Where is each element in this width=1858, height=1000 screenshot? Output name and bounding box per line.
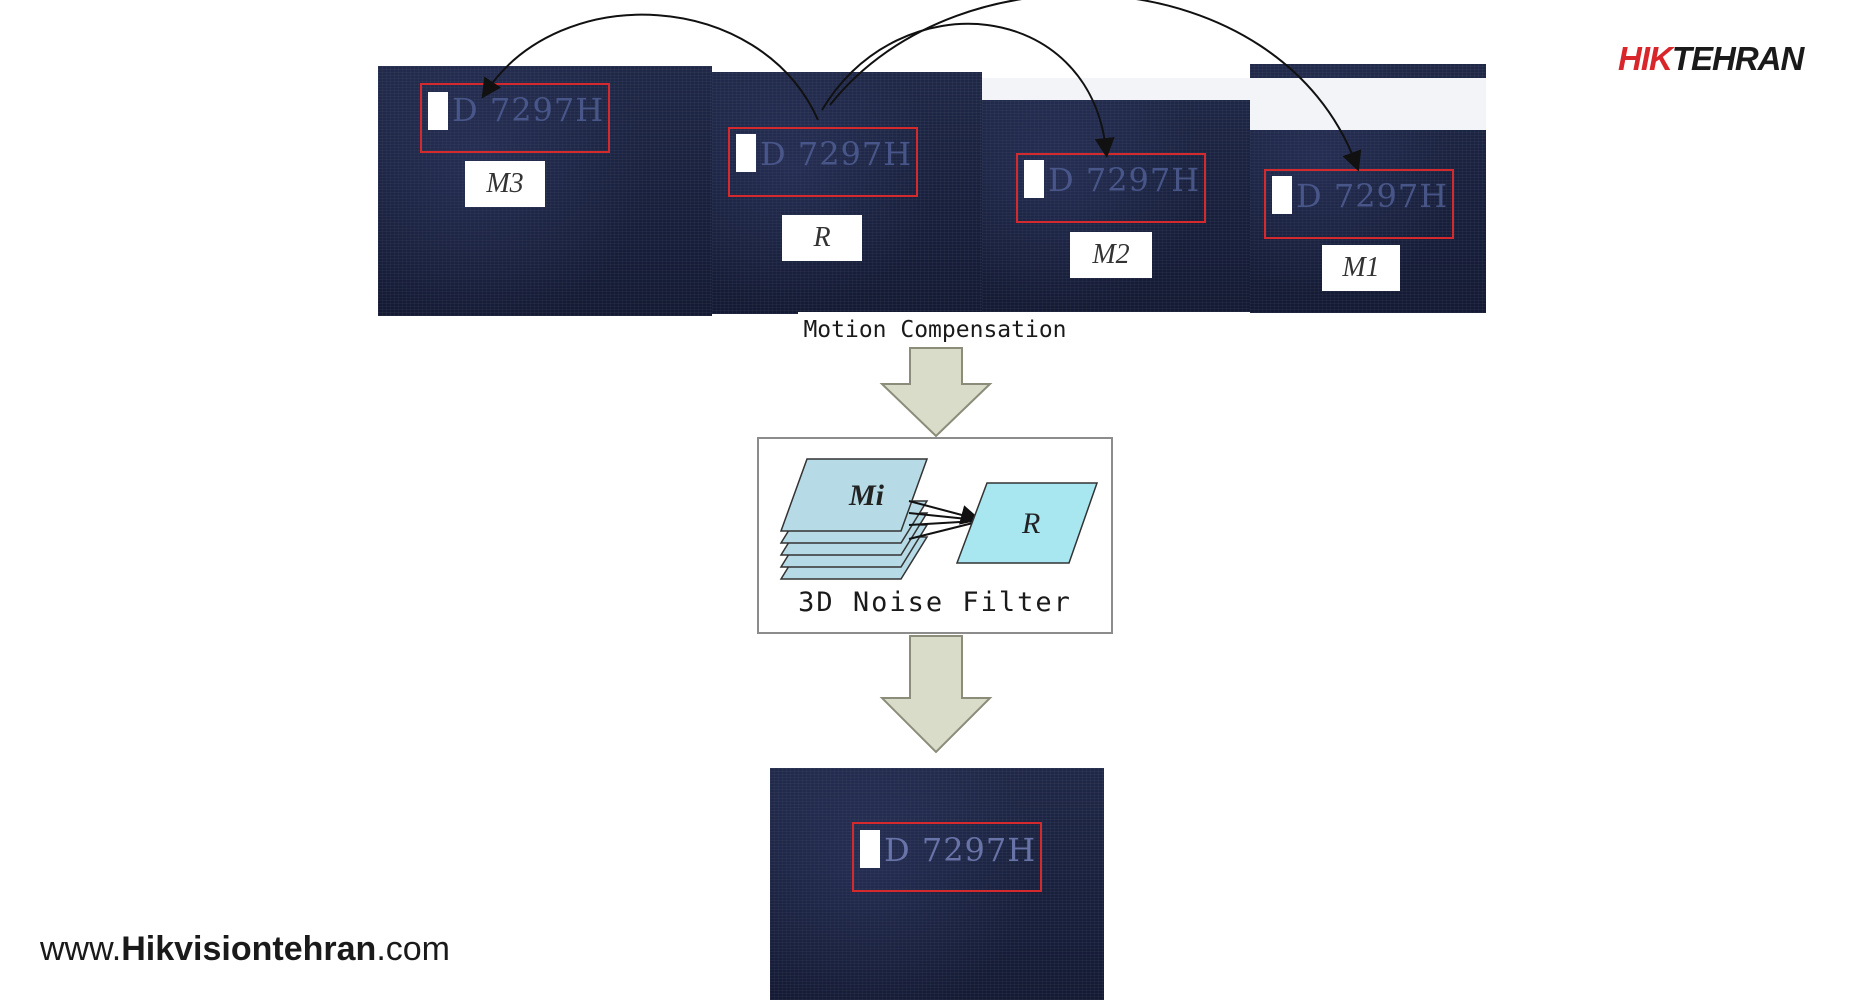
- sky-region: [982, 78, 1250, 100]
- arc-r-to-m3: [481, 13, 819, 121]
- plate-mask: [1272, 176, 1292, 214]
- website-url: www.Hikvisiontehran.com: [40, 932, 450, 966]
- url-prefix: www.: [40, 930, 122, 968]
- arc-r-to-m2: [821, 22, 1115, 158]
- plate-mask: [736, 134, 756, 172]
- logo-hik: HIK: [1618, 40, 1673, 77]
- frame-label-m1: M1: [1322, 245, 1400, 291]
- sky-region: [1250, 78, 1486, 130]
- frame-m2: D 7297H M2: [982, 78, 1250, 312]
- caption-motion-compensation: Motion Compensation: [798, 312, 1072, 348]
- caption-3d-noise-filter: 3D Noise Filter: [798, 587, 1072, 618]
- frame-m1: D 7297H M1: [1250, 64, 1486, 313]
- frame-label-r: R: [782, 215, 862, 261]
- stack-label-mi: Mi: [848, 479, 885, 512]
- stacked-frames-mi: [779, 458, 929, 580]
- arrow-line: [908, 512, 978, 521]
- plate-mask: [1024, 160, 1044, 198]
- plate-text: D 7297H: [1296, 177, 1449, 215]
- down-arrow-2: [879, 635, 993, 754]
- plate-mask: [428, 92, 448, 130]
- plate-text: D 7297H: [452, 91, 605, 129]
- url-brand: Hikvisiontehran: [121, 930, 377, 968]
- plate-box: [852, 822, 1042, 892]
- plate-text: D 7297H: [760, 135, 913, 173]
- filter-diagram: Mi R: [779, 458, 1099, 580]
- frame-m3: D 7297H M3: [378, 66, 712, 316]
- frame-label-m2: M2: [1070, 232, 1152, 278]
- arrow-line: [908, 500, 981, 525]
- target-frame-r: [955, 482, 1099, 564]
- plate-text: D 7297H: [884, 831, 1037, 869]
- url-suffix: .com: [376, 930, 450, 968]
- frame-label-m3: M3: [465, 161, 545, 207]
- arc-r-to-m1: [829, 0, 1362, 172]
- plate-box: [728, 127, 918, 197]
- plate-box: [420, 83, 610, 153]
- frame-r: D 7297H R: [712, 72, 982, 314]
- logo-tehran: TEHRAN: [1671, 40, 1804, 77]
- hiktehran-logo: HIKTEHRAN: [1618, 40, 1804, 77]
- target-label-r: R: [1021, 507, 1040, 540]
- plate-text: D 7297H: [1048, 161, 1201, 199]
- plate-mask: [860, 830, 880, 868]
- down-arrow-1: [879, 347, 993, 438]
- arrow-line: [908, 520, 978, 526]
- arrow-line: [908, 521, 978, 540]
- frame-result: D 7297H: [770, 768, 1104, 1000]
- noise-filter-box: Mi R 3D Noise Filter: [757, 437, 1113, 634]
